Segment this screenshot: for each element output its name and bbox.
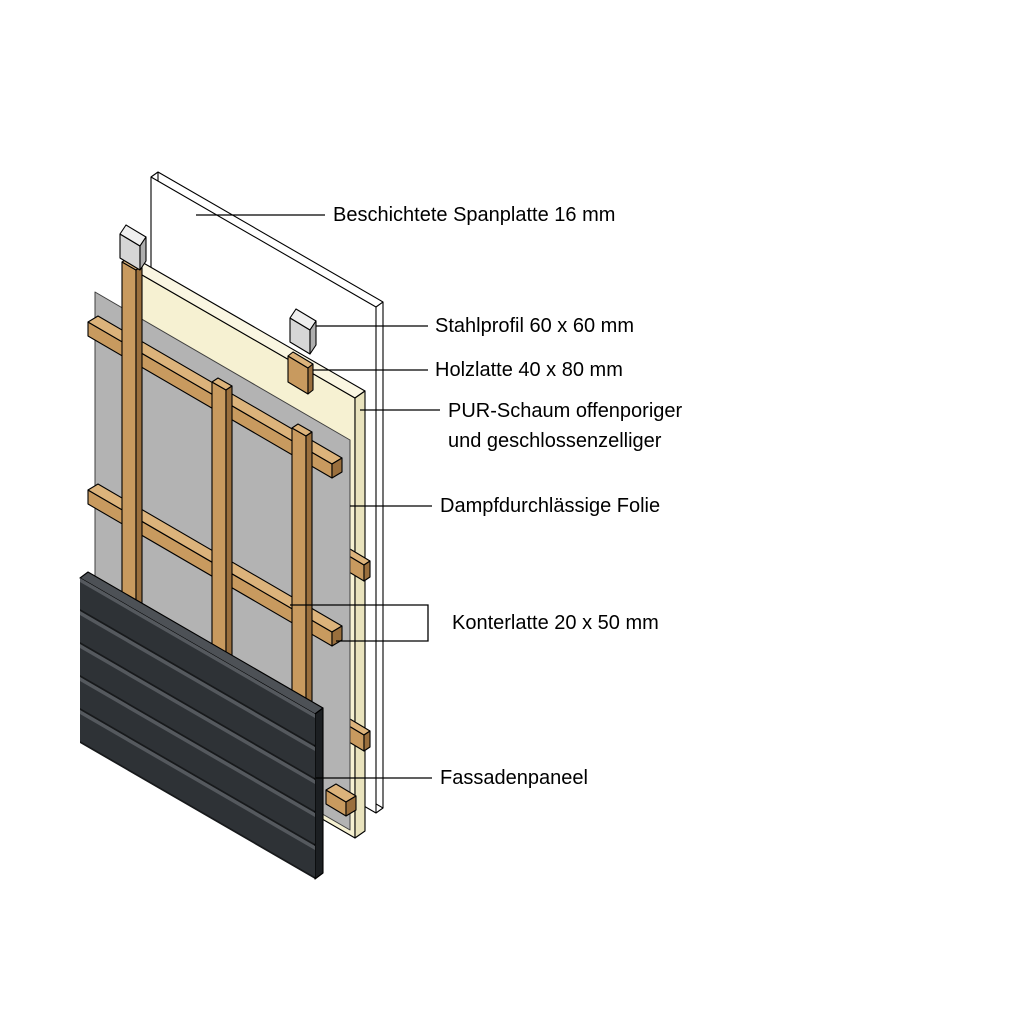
facade-plank-bevel [80, 677, 315, 817]
facade-plank [80, 710, 315, 877]
label-pur-schaum-line1: PUR-Schaum offenporiger [448, 400, 683, 422]
chipboard-edge [150, 171, 159, 178]
foam-side-face [354, 390, 366, 839]
facade-plank [80, 578, 315, 745]
wood-lath-block [287, 351, 314, 395]
label-pur-schaum-line2: und geschlossenzelliger [448, 430, 662, 452]
facade-plank-bevel [80, 578, 315, 718]
chipboard-edge [375, 807, 384, 814]
label-konterlatte: Konterlatte 20 x 50 mm [452, 612, 659, 634]
facade-panel [79, 571, 324, 880]
facade-plank-bevel [80, 611, 315, 751]
label-spanplatte: Beschichtete Spanplatte 16 mm [333, 204, 615, 226]
batten-end [345, 795, 357, 817]
lath-side [307, 363, 314, 395]
facade-side-face [314, 707, 324, 880]
steel-profile-1 [119, 224, 147, 271]
steel-side [309, 320, 317, 355]
facade-plank-bevel [80, 644, 315, 784]
facade-plank [80, 611, 315, 778]
batten-stub-end [363, 560, 371, 582]
steel-side [139, 236, 147, 271]
facade-plank [80, 677, 315, 844]
label-stahlprofil: Stahlprofil 60 x 60 mm [435, 315, 634, 337]
leader-konterlatte [290, 604, 429, 642]
batten-stub-end [363, 730, 371, 752]
label-holzlatte: Holzlatte 40 x 80 mm [435, 359, 623, 381]
label-fassadenpaneel: Fassadenpaneel [440, 767, 588, 789]
facade-plank-bevel [80, 710, 315, 850]
facade-plank [80, 644, 315, 811]
label-folie: Dampfdurchlässige Folie [440, 495, 660, 517]
chipboard-edge [375, 301, 384, 308]
batten-end [331, 457, 343, 479]
steel-profile-2 [289, 308, 317, 355]
counter-batten-end-block [325, 783, 357, 817]
